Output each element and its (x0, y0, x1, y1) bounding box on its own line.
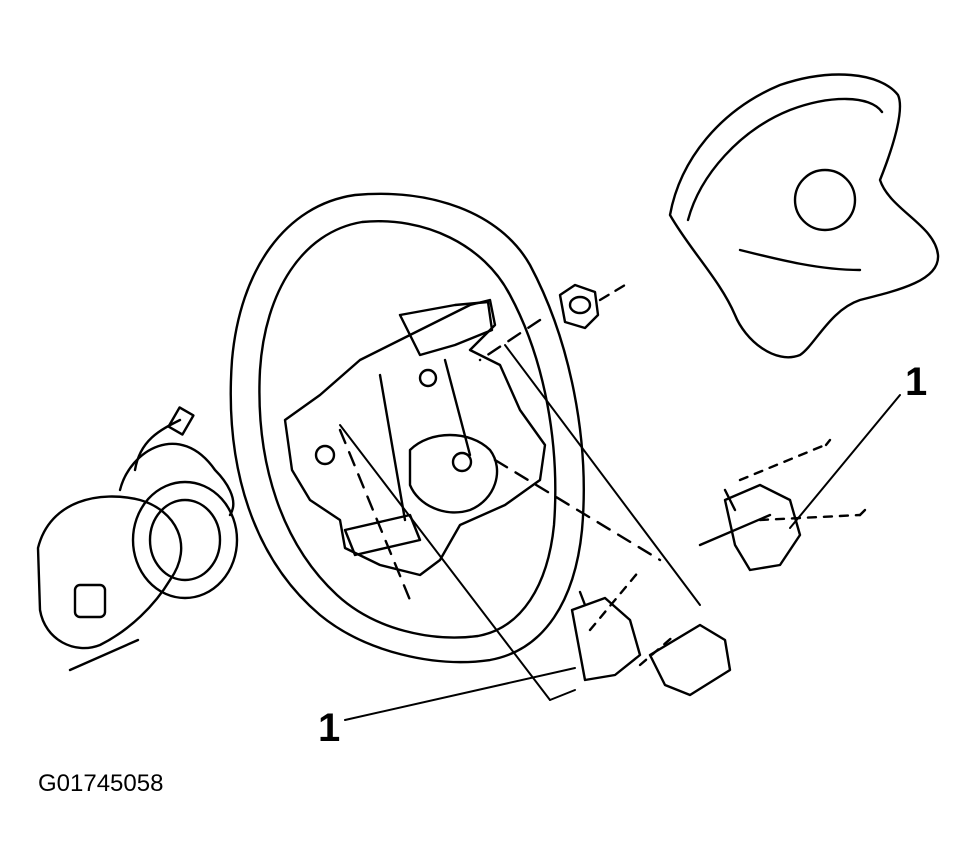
steering-wheel (229, 192, 585, 664)
hub-lower-plate (343, 513, 422, 557)
column-switch (73, 583, 107, 619)
wheel-rim-outer (229, 192, 585, 664)
callout-leaders (339, 344, 901, 721)
frame-line-left (339, 424, 551, 701)
airbag-module (668, 73, 940, 359)
mount-stud-left (314, 444, 336, 466)
callout-label-bottom: 1 (318, 706, 341, 750)
frame-line-right (504, 344, 701, 606)
left-switch-assembly (570, 568, 732, 697)
airbag-seam (738, 248, 862, 272)
wheel-hub (283, 298, 547, 577)
column-housing (36, 495, 183, 650)
figure-id: G01745058 (38, 770, 164, 797)
airbag-emblem (793, 168, 857, 232)
alignment-lines (338, 318, 662, 602)
steering-wheel-nut (558, 283, 627, 330)
airbag-outline (668, 73, 940, 359)
mount-stud-right (451, 451, 473, 473)
connector-wire (133, 418, 182, 472)
airbag-inner-edge (686, 97, 884, 222)
clock-spring-assembly (36, 406, 239, 672)
clock-spring-wire (118, 442, 235, 517)
callout-label-right: 1 (905, 360, 928, 404)
callout-leader-1 (344, 667, 576, 721)
wire-connector (167, 406, 195, 436)
clock-spring-face (131, 480, 239, 600)
hub-line-2 (443, 358, 472, 457)
clock-spring-inner (148, 498, 222, 582)
callout-leader-2 (789, 394, 901, 529)
column-base-line (68, 638, 140, 672)
right-switch-assembly (698, 438, 867, 572)
wheel-spoke-upper (398, 300, 494, 357)
horn-connector (648, 623, 732, 697)
mount-stud-top (418, 368, 438, 388)
frame-line-bottom (549, 689, 576, 701)
hub-center (408, 433, 499, 514)
wheel-rim-inner (258, 220, 557, 639)
hub-line-1 (378, 373, 407, 522)
